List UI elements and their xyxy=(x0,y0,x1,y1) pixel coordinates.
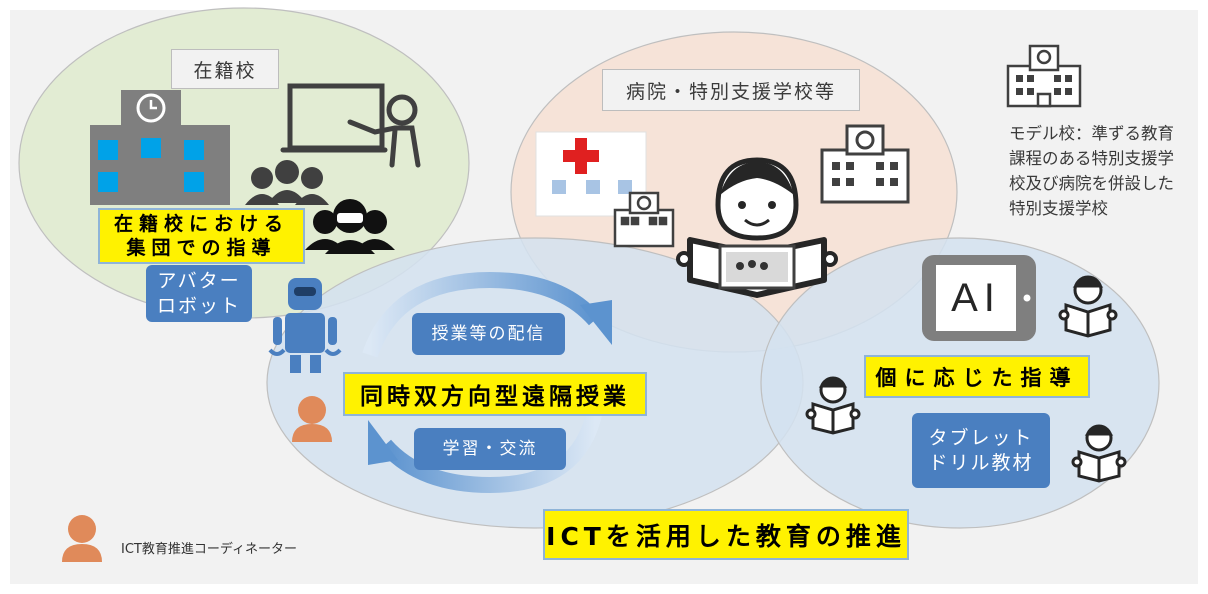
model-school-note-line: 課程のある特別支援学 xyxy=(1009,149,1174,168)
avatar-robot-label: アバター ロボット xyxy=(146,265,252,322)
avatar-robot-line2: ロボット xyxy=(156,294,241,317)
model-school-note-line: 校及び病院を併設した xyxy=(1009,174,1174,193)
reader-icon xyxy=(1058,275,1118,338)
remote-class-text: 同時双方向型遠隔授業 xyxy=(360,384,630,410)
arrow-head-right-icon xyxy=(580,300,612,345)
cycle-arrows xyxy=(362,271,612,494)
model-school-icon xyxy=(1006,44,1082,108)
hospital-schools-text: 病院・特別支援学校等 xyxy=(625,80,836,103)
hospital-icon xyxy=(535,131,647,217)
group-guidance-line1: 在籍校における xyxy=(113,213,289,235)
special-school-building-icon xyxy=(820,124,910,204)
masked-students-icon xyxy=(305,199,395,254)
ai-screen-label: AI xyxy=(936,265,1016,331)
learning-exchange-label: 学習・交流 xyxy=(414,428,566,470)
ict-promotion-label: ICTを活用した教育の推進 xyxy=(543,509,909,560)
model-school-note-line: 特別支援学校 xyxy=(1009,199,1108,218)
special-school-small-icon xyxy=(613,191,675,248)
avatar-robot-line1: アバター xyxy=(157,269,241,292)
ict-promotion-text: ICTを活用した教育の推進 xyxy=(546,521,906,551)
teacher-whiteboard-icon xyxy=(280,83,421,168)
tablet-drill-line1: タブレット xyxy=(928,426,1034,449)
class-distribution-text: 授業等の配信 xyxy=(431,323,546,344)
student-with-tablet-icon xyxy=(676,157,838,298)
class-distribution-label: 授業等の配信 xyxy=(412,313,565,355)
hospital-schools-label: 病院・特別支援学校等 xyxy=(602,69,860,111)
students-group-icon xyxy=(245,160,329,205)
group-guidance-label: 在籍校における 集団での指導 xyxy=(98,208,305,264)
reader-icon xyxy=(805,376,861,435)
individual-guidance-text: 個に応じた指導 xyxy=(875,365,1079,390)
model-school-note: モデル校：準ずる教育 課程のある特別支援学 校及び病院を併設した 特別支援学校 xyxy=(1001,115,1190,223)
school-building-icon xyxy=(90,90,230,205)
remote-class-label: 同時双方向型遠隔授業 xyxy=(343,372,647,416)
arrow-head-left-icon xyxy=(368,420,398,465)
coordinator-legend-label: ICT教育推進コーディネーター xyxy=(121,542,297,557)
group-guidance-line2: 集団での指導 xyxy=(126,237,277,259)
legend-coordinator-icon xyxy=(62,515,102,562)
reader-icon xyxy=(1071,424,1127,483)
tablet-drill-line2: ドリル教材 xyxy=(928,451,1034,474)
ai-text: AI xyxy=(951,275,1001,320)
ai-tablet-icon xyxy=(922,255,1036,341)
learning-exchange-text: 学習・交流 xyxy=(442,438,538,459)
home-school-label: 在籍校 xyxy=(171,49,279,89)
tablet-drill-label: タブレット ドリル教材 xyxy=(912,413,1050,488)
avatar-robot-icon xyxy=(268,278,342,373)
individual-guidance-label: 個に応じた指導 xyxy=(864,355,1090,398)
home-school-text: 在籍校 xyxy=(193,59,257,82)
model-school-note-line: モデル校：準ずる教育 xyxy=(1009,124,1174,143)
coordinator-person-icon xyxy=(292,396,332,442)
